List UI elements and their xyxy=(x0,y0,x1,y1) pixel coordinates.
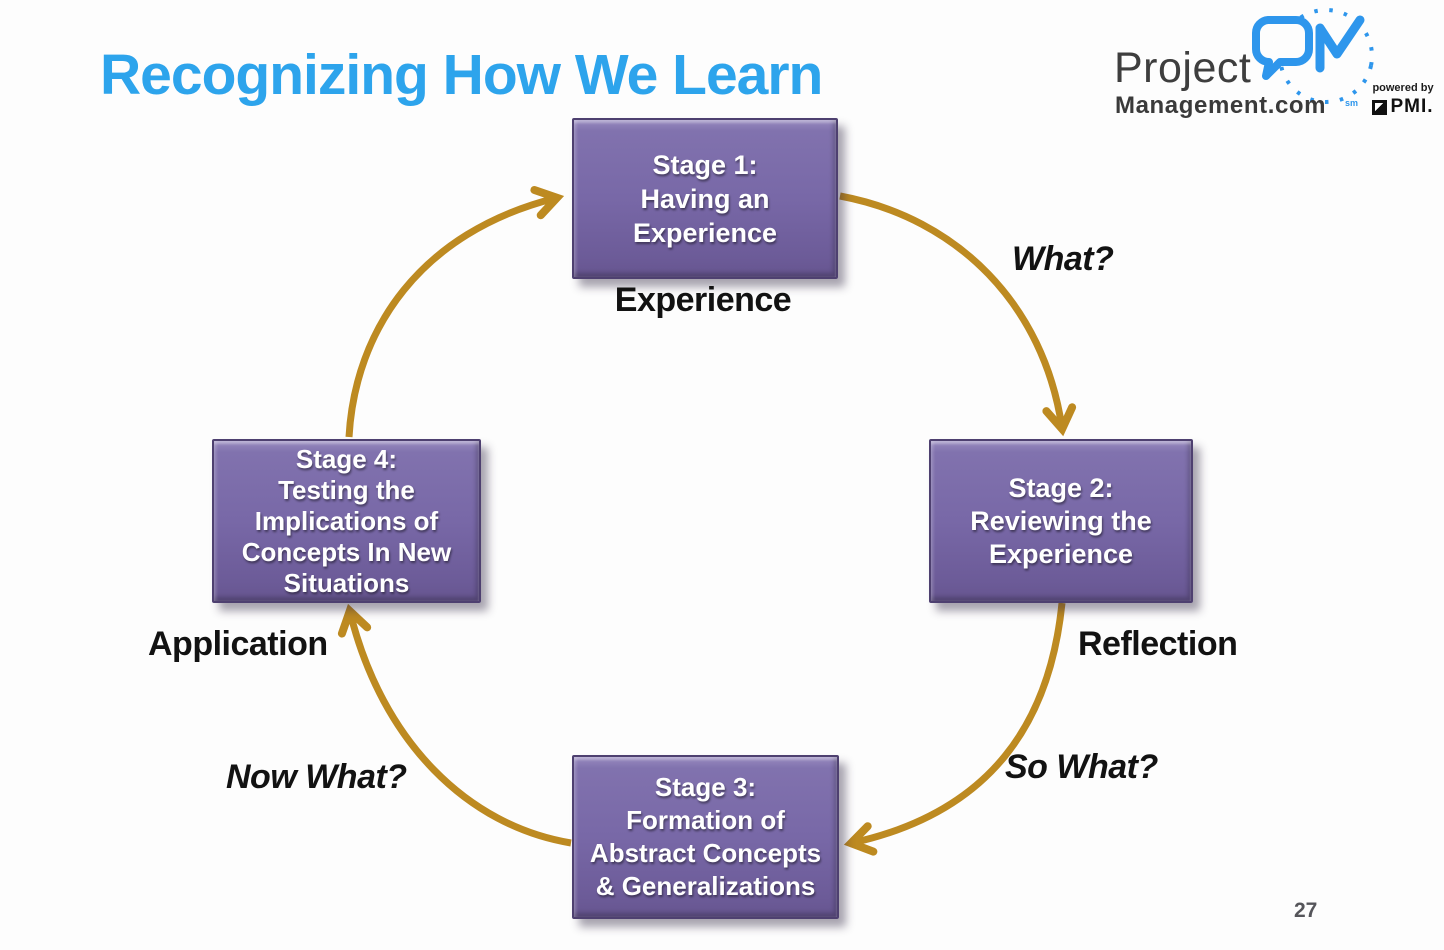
stage-2-box: Stage 2: Reviewing the Experience xyxy=(929,439,1193,603)
powered-by-block: powered by PMI. xyxy=(1360,82,1444,118)
stage-3-box: Stage 3: Formation of Abstract Concepts … xyxy=(572,755,839,919)
pmi-wordmark: PMI. xyxy=(1390,96,1434,117)
logo-management-text: Management.com xyxy=(1115,92,1327,119)
stage-4-box: Stage 4: Testing the Implications of Con… xyxy=(212,439,481,603)
now-what-question: Now What? xyxy=(226,758,407,796)
powered-by-text: powered by xyxy=(1372,82,1434,94)
stage-1-box: Stage 1: Having an Experience xyxy=(572,118,838,279)
arrow-stage4-to-stage1 xyxy=(345,186,565,438)
pmi-square-icon xyxy=(1372,99,1388,115)
application-label: Application xyxy=(148,625,328,663)
page-number: 27 xyxy=(1294,899,1318,922)
arrow-stage2-to-stage3 xyxy=(843,602,1066,856)
what-question: What? xyxy=(1012,240,1114,278)
so-what-question: So What? xyxy=(1005,748,1158,786)
projectmanagement-logo: Project Management.com sm powered by PMI… xyxy=(1106,8,1444,128)
arrow-stage1-to-stage2 xyxy=(839,192,1077,437)
slide-title: Recognizing How We Learn xyxy=(100,43,823,107)
arrow-stage3-to-stage4 xyxy=(337,603,572,847)
pmi-logo: PMI. xyxy=(1360,96,1444,118)
reflection-label: Reflection xyxy=(1078,625,1238,663)
logo-sm-mark: sm xyxy=(1345,98,1359,108)
experience-label: Experience xyxy=(614,281,792,319)
logo-project-text: Project xyxy=(1114,44,1252,92)
pm-clock-icon xyxy=(1251,8,1374,104)
